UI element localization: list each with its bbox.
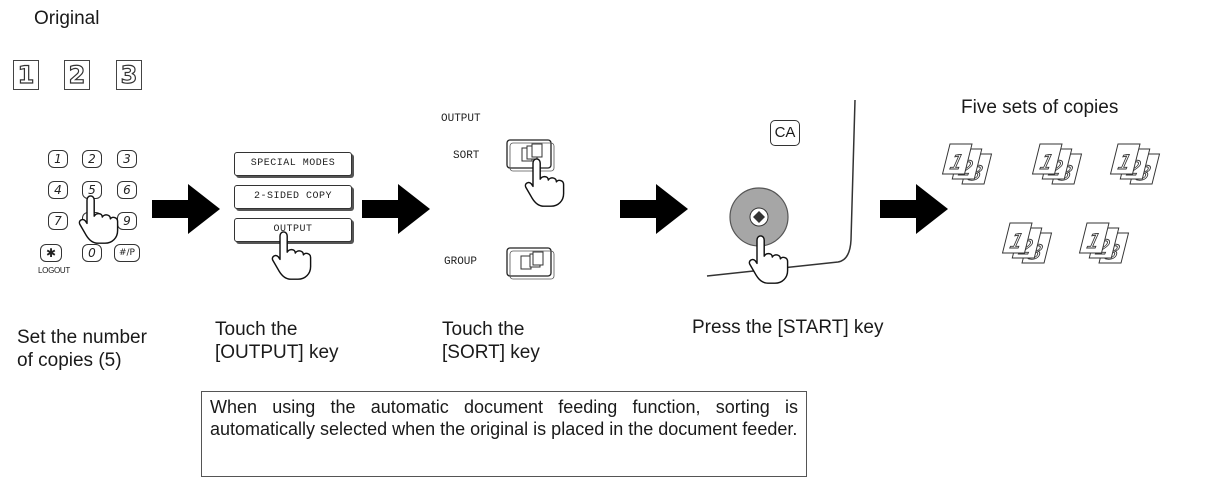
group-label: GROUP [444, 256, 478, 268]
two-sided-copy-key[interactable]: 2-SIDED COPY [234, 185, 352, 209]
copy-set-3 [1107, 143, 1163, 186]
output-header: OUTPUT [441, 113, 481, 125]
key-3[interactable]: 3 [117, 150, 137, 168]
pointing-hand-icon [271, 231, 312, 280]
group-button-icon [506, 247, 555, 280]
original-title: Original [34, 8, 100, 29]
original-page-3: 3 [116, 60, 142, 90]
key-logout-star[interactable]: ✱ [40, 244, 62, 262]
key-0[interactable]: 0 [82, 244, 102, 262]
copy-set-2 [1029, 143, 1085, 186]
logout-label: LOGOUT [38, 266, 70, 275]
clear-all-key[interactable]: CA [770, 120, 800, 146]
original-page-1: 1 [13, 60, 39, 90]
step-2-caption: Touch the [OUTPUT] key [215, 319, 339, 363]
sort-label: SORT [453, 150, 480, 162]
arrow-3 [620, 184, 688, 234]
key-2[interactable]: 2 [82, 150, 102, 168]
copy-set-1 [939, 143, 995, 186]
result-title: Five sets of copies [961, 97, 1119, 118]
key-hash-p[interactable]: #/P [114, 244, 140, 262]
key-7[interactable]: 7 [48, 212, 68, 230]
output-key[interactable]: OUTPUT [234, 218, 352, 242]
arrow-1 [152, 184, 220, 234]
arrow-2 [362, 184, 430, 234]
step-3-caption: Touch the [SORT] key [442, 319, 540, 363]
start-button-icon [729, 187, 789, 247]
step-1-caption: Set the number of copies (5) [17, 327, 147, 371]
note-box: When using the automatic document feedin… [201, 391, 807, 477]
flow-arrows [152, 184, 948, 234]
special-modes-key[interactable]: SPECIAL MODES [234, 152, 352, 176]
sort-button-icon [506, 139, 555, 172]
key-6[interactable]: 6 [117, 181, 137, 199]
copy-set-5 [1076, 222, 1132, 265]
key-1[interactable]: 1 [48, 150, 68, 168]
key-4[interactable]: 4 [48, 181, 68, 199]
original-page-2: 2 [64, 60, 90, 90]
arrow-4 [880, 184, 948, 234]
machine-outline [706, 99, 856, 277]
copy-set-4 [999, 222, 1055, 265]
step-4-caption: Press the [START] key [692, 317, 884, 338]
pointing-hand-icon [78, 195, 119, 244]
